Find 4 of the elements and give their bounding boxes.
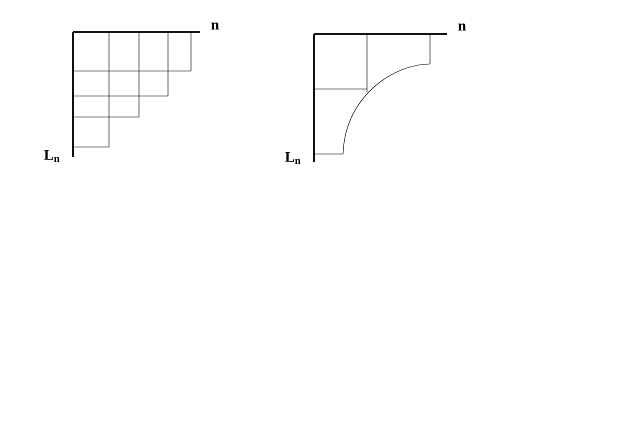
axis-label: L$_{n}$ [44, 150, 60, 162]
axis-label: n [458, 23, 466, 31]
axis-label: L$_{n}$ [285, 152, 300, 164]
axis-label: n [211, 22, 219, 30]
